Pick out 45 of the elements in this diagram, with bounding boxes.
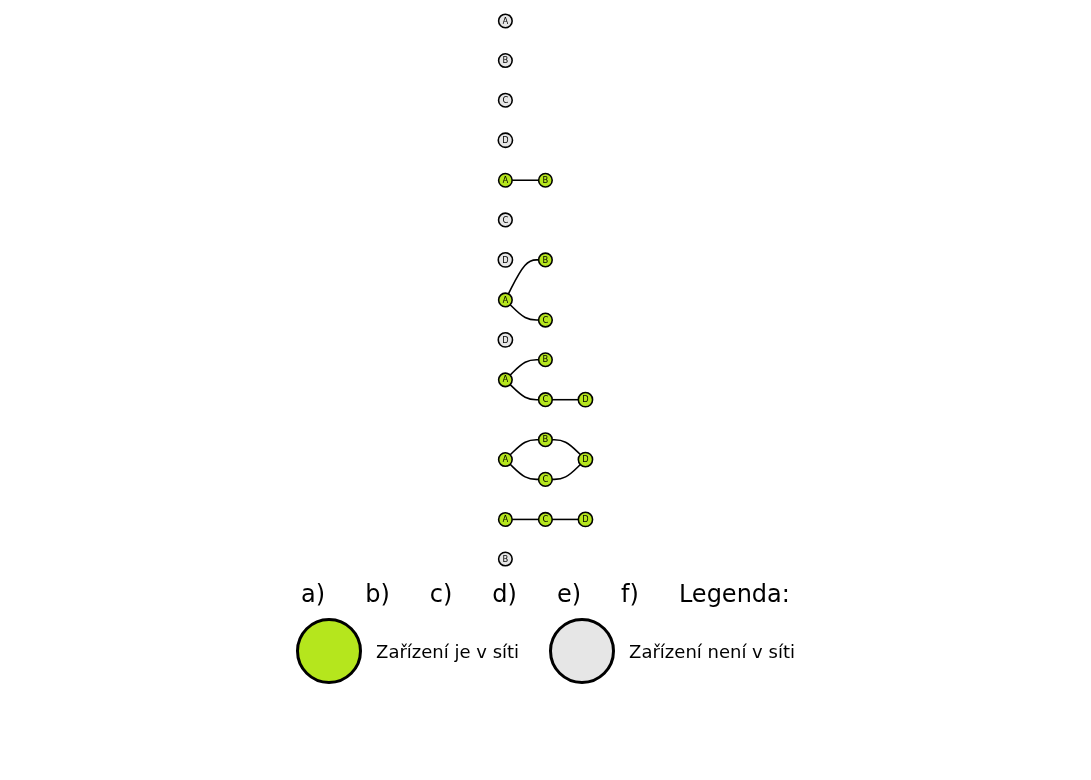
node-circle: B: [537, 352, 554, 368]
panel-label: a): [301, 580, 326, 608]
node-circle: A: [497, 172, 513, 188]
connector: [507, 259, 540, 295]
node-circle: C: [537, 471, 554, 487]
node-circle: D: [577, 391, 594, 408]
node-circle: D: [577, 451, 594, 468]
node-circle: D: [497, 252, 514, 268]
connector: [509, 303, 540, 321]
panel-label: b): [365, 580, 390, 608]
connector: [509, 463, 540, 481]
panel-label: e): [556, 580, 582, 608]
node-circle: A: [497, 292, 513, 308]
panel-label: f): [621, 580, 639, 608]
node-circle: C: [497, 212, 514, 228]
connector: [551, 518, 580, 521]
connector: [551, 463, 582, 481]
connector: [509, 438, 540, 456]
legend-text: Zařízení není v síti: [629, 640, 795, 662]
node-circle: D: [497, 332, 514, 348]
legend-text: Zařízení je v síti: [376, 640, 520, 662]
node-circle: A: [497, 372, 513, 388]
node-circle: A: [497, 13, 513, 29]
node-circle: B: [497, 53, 513, 69]
node-circle: C: [497, 92, 514, 108]
node-circle: C: [537, 392, 554, 408]
connector: [509, 383, 540, 401]
node-circle: A: [497, 511, 513, 527]
node-circle: C: [537, 312, 554, 328]
connector: [511, 179, 540, 182]
panel-label: c): [429, 580, 453, 608]
node-circle: B: [497, 551, 513, 567]
node-circle: A: [497, 452, 513, 468]
node-circle: B: [537, 432, 554, 448]
node-circle: B: [537, 252, 554, 268]
connector: [551, 398, 580, 401]
connector: [551, 438, 582, 456]
node-circle: D: [577, 511, 594, 528]
panel-label: Legenda:: [678, 580, 790, 608]
connector: [509, 358, 540, 376]
node-circle: C: [537, 511, 554, 528]
panel-label: d): [492, 580, 517, 608]
node-circle: B: [537, 172, 554, 188]
node-circle: D: [497, 132, 514, 149]
connector: [511, 518, 540, 521]
